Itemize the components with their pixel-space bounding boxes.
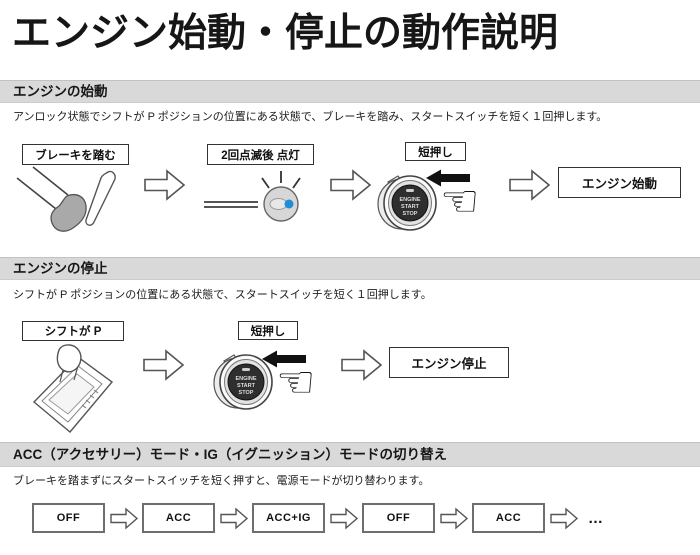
- result-engine-stop: エンジン停止: [389, 347, 509, 378]
- shift-lever-icon: [28, 344, 116, 436]
- result-engine-start: エンジン始動: [558, 167, 681, 198]
- section-modes-heading: ACC（アクセサリー）モード・IG（イグニッション）モードの切り替え: [13, 447, 448, 462]
- step-label-short-press: 短押し: [238, 321, 298, 340]
- flow-arrow-icon: [144, 168, 186, 202]
- section-modes-header-bar: ACC（アクセサリー）モード・IG（イグニッション）モードの切り替え: [0, 442, 700, 467]
- brake-pedal-icon: [15, 166, 140, 244]
- flow-arrow-icon: [220, 506, 249, 531]
- step-label-shift-p: シフトが P: [22, 321, 124, 341]
- flow-arrow-icon: [110, 506, 139, 531]
- button-text-stop: STOP: [239, 390, 254, 396]
- flow-arrow-icon: [440, 506, 469, 531]
- engine-start-button-icon: ENGINE START STOP: [374, 172, 442, 234]
- sequence-continues-ellipsis: …: [588, 509, 605, 527]
- button-text-start: START: [401, 204, 420, 210]
- section-stop-heading: エンジンの停止: [13, 261, 108, 276]
- section-stop-description: シフトが P ポジションの位置にある状態で、スタートスイッチを短く１回押します。: [13, 289, 432, 301]
- button-text-stop: STOP: [403, 211, 418, 217]
- pointing-hand-icon: ☜: [440, 176, 480, 227]
- engine-start-button-icon: ENGINE START STOP: [210, 351, 278, 413]
- step-label-short-press: 短押し: [405, 142, 466, 161]
- press-direction-arrow-icon: [426, 169, 470, 187]
- mode-box-acc: ACC: [472, 503, 545, 533]
- section-modes-description: ブレーキを踏まずにスタートスイッチを短く押すと、電源モードが切り替わります。: [13, 475, 430, 487]
- press-direction-arrow-icon: [262, 350, 306, 368]
- indicator-lamp-icon: [202, 168, 320, 234]
- flow-arrow-icon: [330, 506, 359, 531]
- button-text-start: START: [237, 383, 256, 389]
- button-text-engine: ENGINE: [399, 197, 420, 203]
- section-stop-header-bar: エンジンの停止: [0, 257, 700, 280]
- step-label-brake: ブレーキを踏む: [22, 144, 129, 165]
- blue-indicator-dot: [284, 199, 294, 209]
- mode-box-acc: ACC: [142, 503, 215, 533]
- pointing-hand-icon: ☜: [276, 357, 316, 408]
- step-label-blink: 2回点滅後 点灯: [207, 144, 314, 165]
- section-start-header-bar: エンジンの始動: [0, 80, 700, 103]
- mode-box-acc-ig: ACC+IG: [252, 503, 325, 533]
- button-text-engine: ENGINE: [235, 376, 256, 382]
- flow-arrow-icon: [143, 348, 185, 382]
- flow-arrow-icon: [341, 348, 383, 382]
- flow-arrow-icon: [550, 506, 579, 531]
- mode-box-off: OFF: [32, 503, 105, 533]
- section-start-description: アンロック状態でシフトが P ポジションの位置にある状態で、ブレーキを踏み、スタ…: [13, 111, 608, 123]
- flow-arrow-icon: [330, 168, 372, 202]
- section-start-heading: エンジンの始動: [13, 84, 108, 99]
- page-title: エンジン始動・停止の動作説明: [12, 12, 559, 55]
- mode-box-off: OFF: [362, 503, 435, 533]
- flow-arrow-icon: [509, 168, 551, 202]
